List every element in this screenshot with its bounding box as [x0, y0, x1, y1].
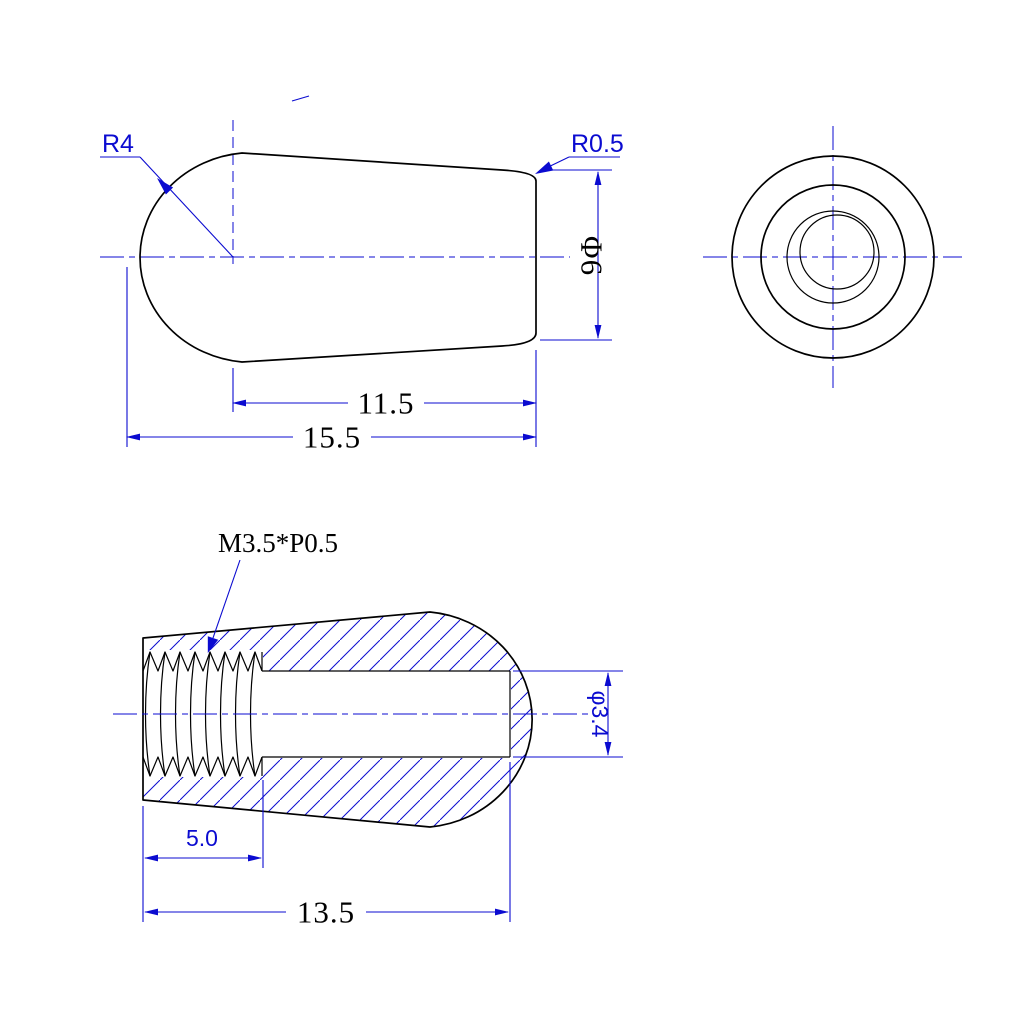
- end-view: [703, 126, 962, 388]
- thread-helix: [219, 651, 226, 777]
- thread-spec-label: M3.5*P0.5: [218, 528, 338, 558]
- thread-depth-dimension: 5.0: [142, 780, 264, 922]
- arrowhead: [535, 161, 554, 174]
- bore-lines: [262, 670, 511, 758]
- section-view: M3.5*P0.5 5.0 13.5 φ3.4: [113, 528, 623, 930]
- text-mask: [348, 388, 424, 418]
- body-length-dimension: 11.5: [232, 350, 537, 447]
- body-length-label: 11.5: [357, 386, 414, 421]
- dia6-label: Φ6: [575, 236, 610, 276]
- arrowhead: [207, 636, 219, 654]
- dia6-dimension: Φ6: [540, 169, 612, 341]
- bore-diameter-label: φ3.4: [587, 691, 613, 738]
- thread-crest-bottom: [142, 756, 263, 777]
- thread-minor-circle: [799, 214, 875, 290]
- r05-label: R0.5: [571, 130, 624, 158]
- text-mask: [286, 897, 366, 927]
- outer-circle: [731, 155, 935, 359]
- overall-length-dimension-bottom: 13.5: [144, 762, 511, 930]
- side-view: R4 R0.5 Φ6 11.5 15.5: [100, 120, 624, 455]
- leader-line: [212, 559, 241, 639]
- overall-length-label: 13.5: [297, 895, 355, 930]
- part-outline-section: [142, 611, 533, 828]
- middle-circle: [760, 184, 906, 330]
- r4-label: R4: [102, 130, 134, 158]
- arrowhead: [157, 178, 174, 195]
- thread-spec-callout: M3.5*P0.5: [207, 528, 338, 654]
- text-mask: [293, 422, 371, 452]
- thread-helix: [189, 651, 196, 777]
- r4-callout: R4: [100, 130, 234, 258]
- bore-diameter-dimension: φ3.4: [513, 670, 623, 758]
- overall-length-dimension-top: 15.5: [126, 267, 537, 455]
- overall-length-label: 15.5: [303, 420, 361, 455]
- r05-callout: R0.5: [535, 130, 624, 174]
- thread-depth-label: 5.0: [186, 825, 218, 851]
- stray-mark: [291, 95, 310, 102]
- thread-crest-top: [142, 651, 263, 672]
- leader-line: [139, 156, 234, 258]
- thread-major-circle: [786, 210, 880, 304]
